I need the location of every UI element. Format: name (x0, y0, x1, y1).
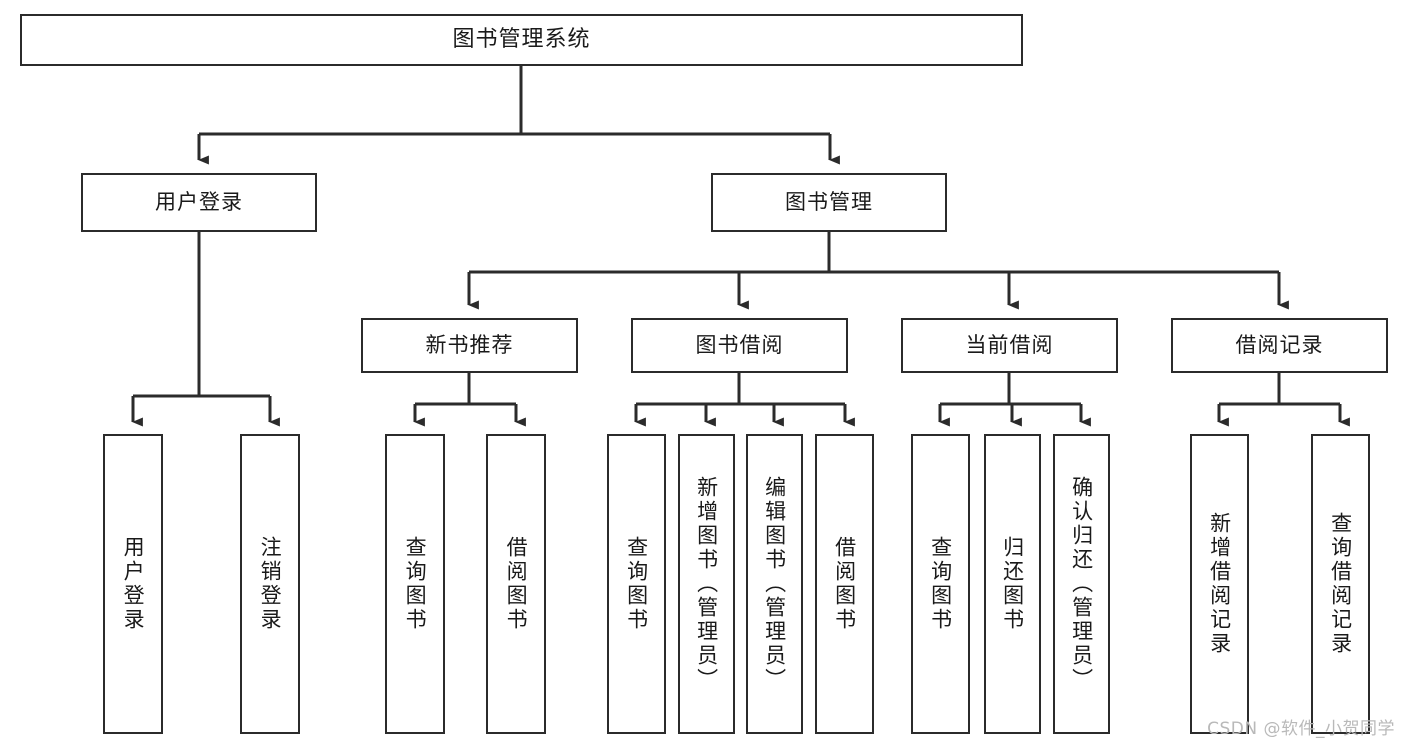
node-leaf-borrow-book-1[interactable]: 借阅图书 (486, 434, 546, 734)
node-leaf-query-book-2[interactable]: 查询图书 (607, 434, 666, 734)
node-leaf-add-book[interactable]: 新增图书（管理员） (678, 434, 735, 734)
node-leaf-user-logout[interactable]: 注销登录 (240, 434, 300, 734)
leaf-label: 查询图书 (928, 536, 953, 632)
node-leaf-user-login[interactable]: 用户登录 (103, 434, 163, 734)
node-leaf-query-record[interactable]: 查询借阅记录 (1311, 434, 1370, 734)
node-root-system[interactable]: 图书管理系统 (20, 14, 1023, 66)
node-leaf-borrow-book-2[interactable]: 借阅图书 (815, 434, 874, 734)
leaf-label: 借阅图书 (832, 536, 857, 632)
leaf-label: 新增借阅记录 (1207, 512, 1232, 656)
leaf-label: 注销登录 (258, 536, 283, 632)
leaf-label: 查询借阅记录 (1328, 512, 1353, 656)
csdn-watermark: CSDN @软件_小贺同学 (1207, 719, 1395, 739)
leaf-label: 确认归还（管理员） (1069, 476, 1094, 692)
node-leaf-return-book[interactable]: 归还图书 (984, 434, 1041, 734)
node-borrow-record[interactable]: 借阅记录 (1171, 318, 1388, 373)
node-leaf-confirm-return[interactable]: 确认归还（管理员） (1053, 434, 1110, 734)
node-current-borrow[interactable]: 当前借阅 (901, 318, 1118, 373)
leaf-label: 归还图书 (1000, 536, 1025, 632)
leaf-label: 借阅图书 (504, 536, 529, 632)
node-new-book-rec[interactable]: 新书推荐 (361, 318, 578, 373)
node-leaf-add-record[interactable]: 新增借阅记录 (1190, 434, 1249, 734)
leaf-label: 查询图书 (624, 536, 649, 632)
node-book-borrow[interactable]: 图书借阅 (631, 318, 848, 373)
node-leaf-query-book-3[interactable]: 查询图书 (911, 434, 970, 734)
node-user-login[interactable]: 用户登录 (81, 173, 317, 232)
leaf-label: 用户登录 (121, 536, 146, 632)
leaf-label: 查询图书 (403, 536, 428, 632)
node-book-manage[interactable]: 图书管理 (711, 173, 947, 232)
node-leaf-query-book-1[interactable]: 查询图书 (385, 434, 445, 734)
leaf-label: 新增图书（管理员） (694, 476, 719, 692)
node-leaf-edit-book[interactable]: 编辑图书（管理员） (746, 434, 803, 734)
leaf-label: 编辑图书（管理员） (762, 476, 787, 692)
